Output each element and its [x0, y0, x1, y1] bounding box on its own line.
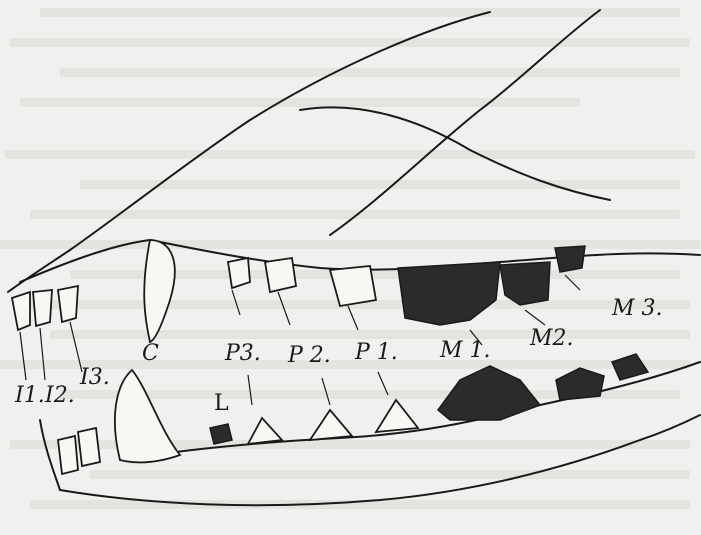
label-I1: I1.: [15, 385, 45, 407]
upper-molars: [398, 246, 585, 325]
label-M2: M2.: [530, 328, 574, 350]
nasal-line: [20, 240, 150, 282]
label-C: C: [142, 343, 159, 365]
label-P2: P 2.: [288, 345, 331, 367]
label-L: L: [214, 393, 229, 415]
label-P1: P 1.: [355, 342, 398, 364]
skull-upper-outline: [8, 12, 490, 292]
lower-canine: [115, 370, 180, 462]
upper-incisors: [12, 286, 78, 330]
skull-upper-outline-inner: [330, 10, 600, 235]
lower-small-tooth: [210, 424, 232, 444]
zygomatic-arch: [300, 107, 610, 200]
mandible-front: [40, 420, 60, 490]
lower-incisors: [58, 428, 100, 474]
label-I2: I2.: [45, 385, 75, 407]
label-P3: P3.: [225, 343, 261, 365]
label-M3: M 3.: [612, 298, 663, 320]
lower-premolars: [248, 400, 418, 444]
mandible-outline-top: [120, 362, 700, 460]
label-I3: I3.: [80, 367, 110, 389]
label-M1: M 1.: [440, 340, 491, 362]
upper-canine: [144, 240, 175, 342]
